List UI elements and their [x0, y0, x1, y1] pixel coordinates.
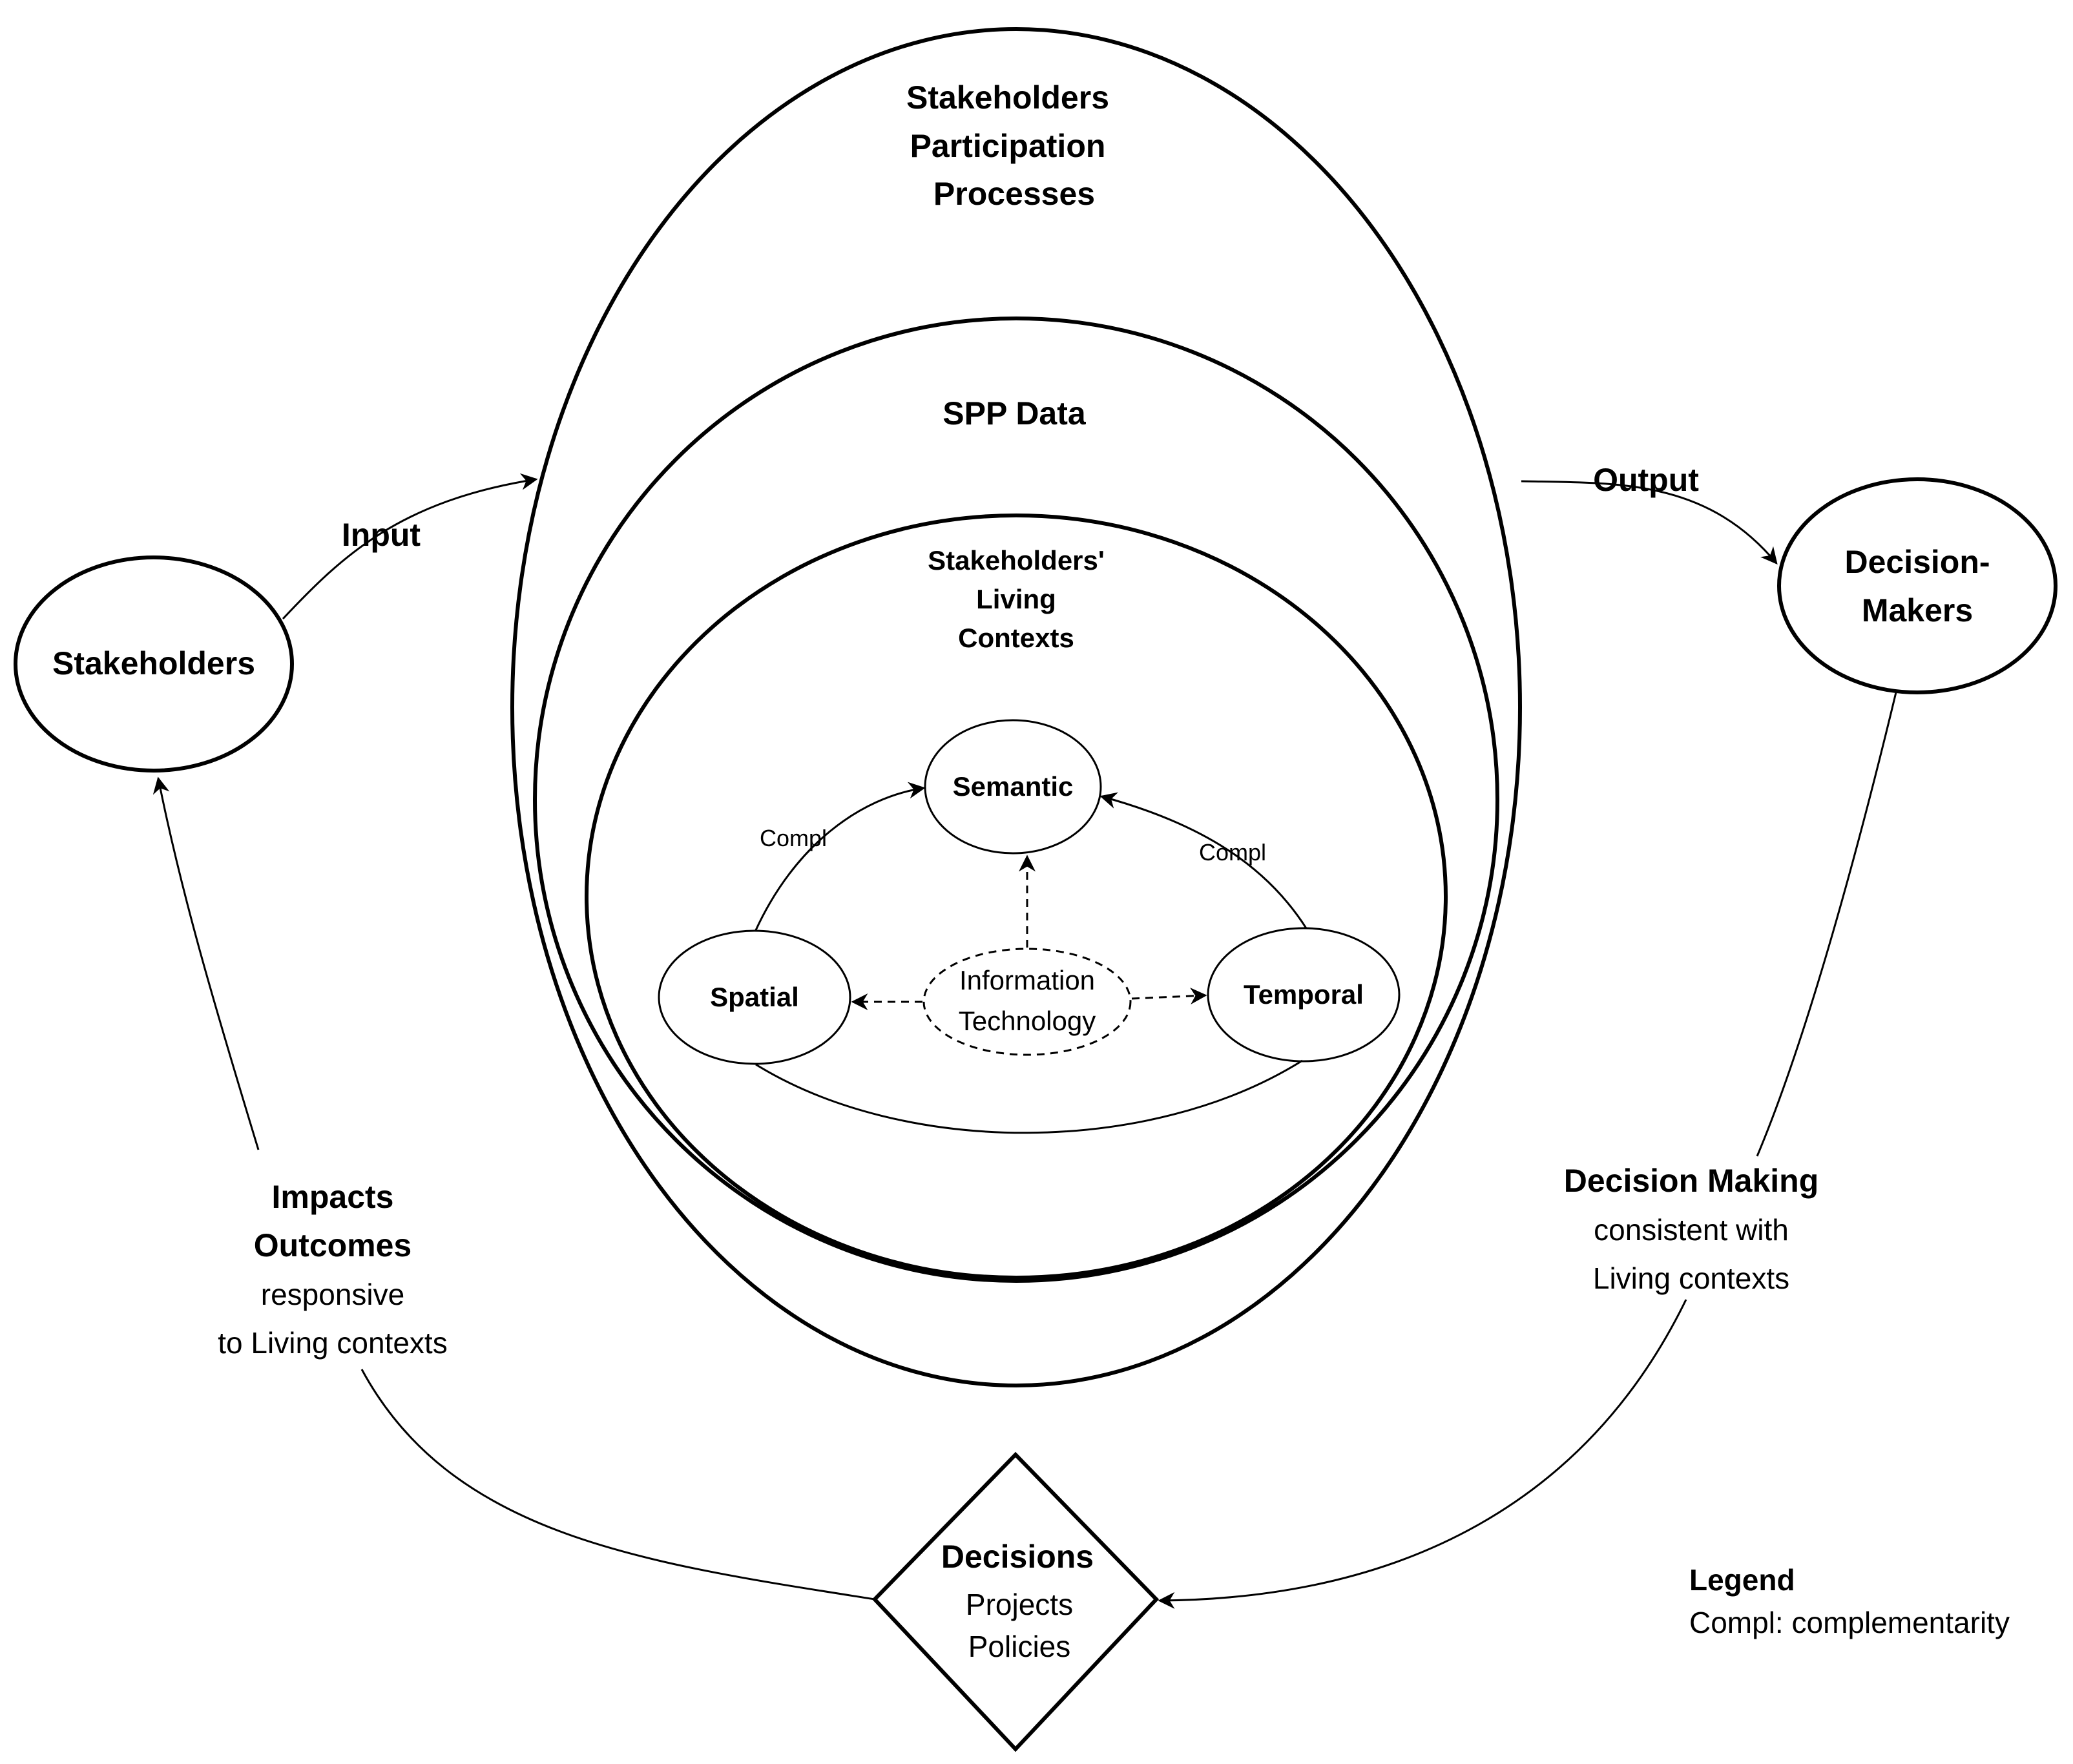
spatial-temporal-link — [755, 1059, 1303, 1134]
living-title-line-1: Stakeholders' — [928, 545, 1105, 576]
temporal-label: Temporal — [1244, 979, 1364, 1010]
impacts-to-stakeholders-arrow — [152, 776, 260, 1150]
compl-arrow-spatial-semantic — [755, 782, 926, 931]
semantic-label: Semantic — [953, 771, 1074, 802]
decision-makers-node — [1777, 477, 2057, 694]
it-to-temporal-arrow — [1131, 988, 1207, 1005]
living-title-line-2: Living — [976, 584, 1056, 614]
living-title-line-3: Contexts — [958, 623, 1074, 653]
living-contexts-ellipse — [585, 514, 1448, 1280]
stakeholders-node — [14, 555, 294, 773]
information-technology-node — [922, 948, 1132, 1056]
decision-makers-to-decision-making-line — [1756, 692, 1897, 1157]
decisions-sub-1: Projects — [966, 1588, 1073, 1621]
decision-makers-label-line-2: Makers — [1862, 592, 1973, 628]
output-arrow — [1521, 480, 1778, 565]
outer-ellipse-stakeholders-participation — [510, 27, 1522, 1387]
decision-makers-label-line-1: Decision- — [1844, 544, 1990, 580]
compl-arrow-temporal-semantic — [1099, 792, 1307, 929]
outer-title-line-2: Participation — [910, 128, 1106, 164]
it-label-line-1: Information — [959, 965, 1095, 995]
impacts-sub-2: to Living contexts — [218, 1326, 447, 1360]
decisions-sub-2: Policies — [968, 1630, 1071, 1663]
compl-right-label: Compl — [1199, 839, 1266, 866]
legend-title: Legend — [1689, 1563, 1795, 1597]
outer-title-line-3: Processes — [933, 176, 1095, 212]
decisions-to-impacts-line — [360, 1369, 875, 1601]
output-label: Output — [1593, 462, 1699, 498]
input-arrow — [282, 473, 538, 620]
input-label: Input — [342, 517, 421, 553]
spatial-node — [658, 929, 851, 1065]
compl-left-label: Compl — [760, 825, 827, 851]
decision-making-heading: Decision Making — [1564, 1163, 1819, 1199]
stakeholders-label: Stakeholders — [52, 645, 255, 681]
impacts-heading-2: Outcomes — [254, 1227, 412, 1263]
decisions-heading: Decisions — [941, 1539, 1094, 1575]
spatial-label: Spatial — [710, 982, 799, 1012]
impacts-heading-1: Impacts — [272, 1179, 394, 1215]
impacts-sub-1: responsive — [261, 1278, 404, 1311]
temporal-node — [1207, 927, 1401, 1063]
decisions-diamond — [871, 1451, 1160, 1752]
spp-data-title: SPP Data — [943, 395, 1087, 431]
it-label-line-2: Technology — [959, 1006, 1096, 1036]
decision-making-to-decisions-arrow — [1158, 1299, 1687, 1609]
decision-making-sub-1: consistent with — [1594, 1213, 1789, 1247]
outer-title-line-1: Stakeholders — [906, 79, 1109, 116]
decision-making-sub-2: Living contexts — [1593, 1261, 1789, 1295]
spp-data-ellipse — [533, 316, 1499, 1283]
legend-text: Compl: complementarity — [1689, 1606, 2010, 1639]
